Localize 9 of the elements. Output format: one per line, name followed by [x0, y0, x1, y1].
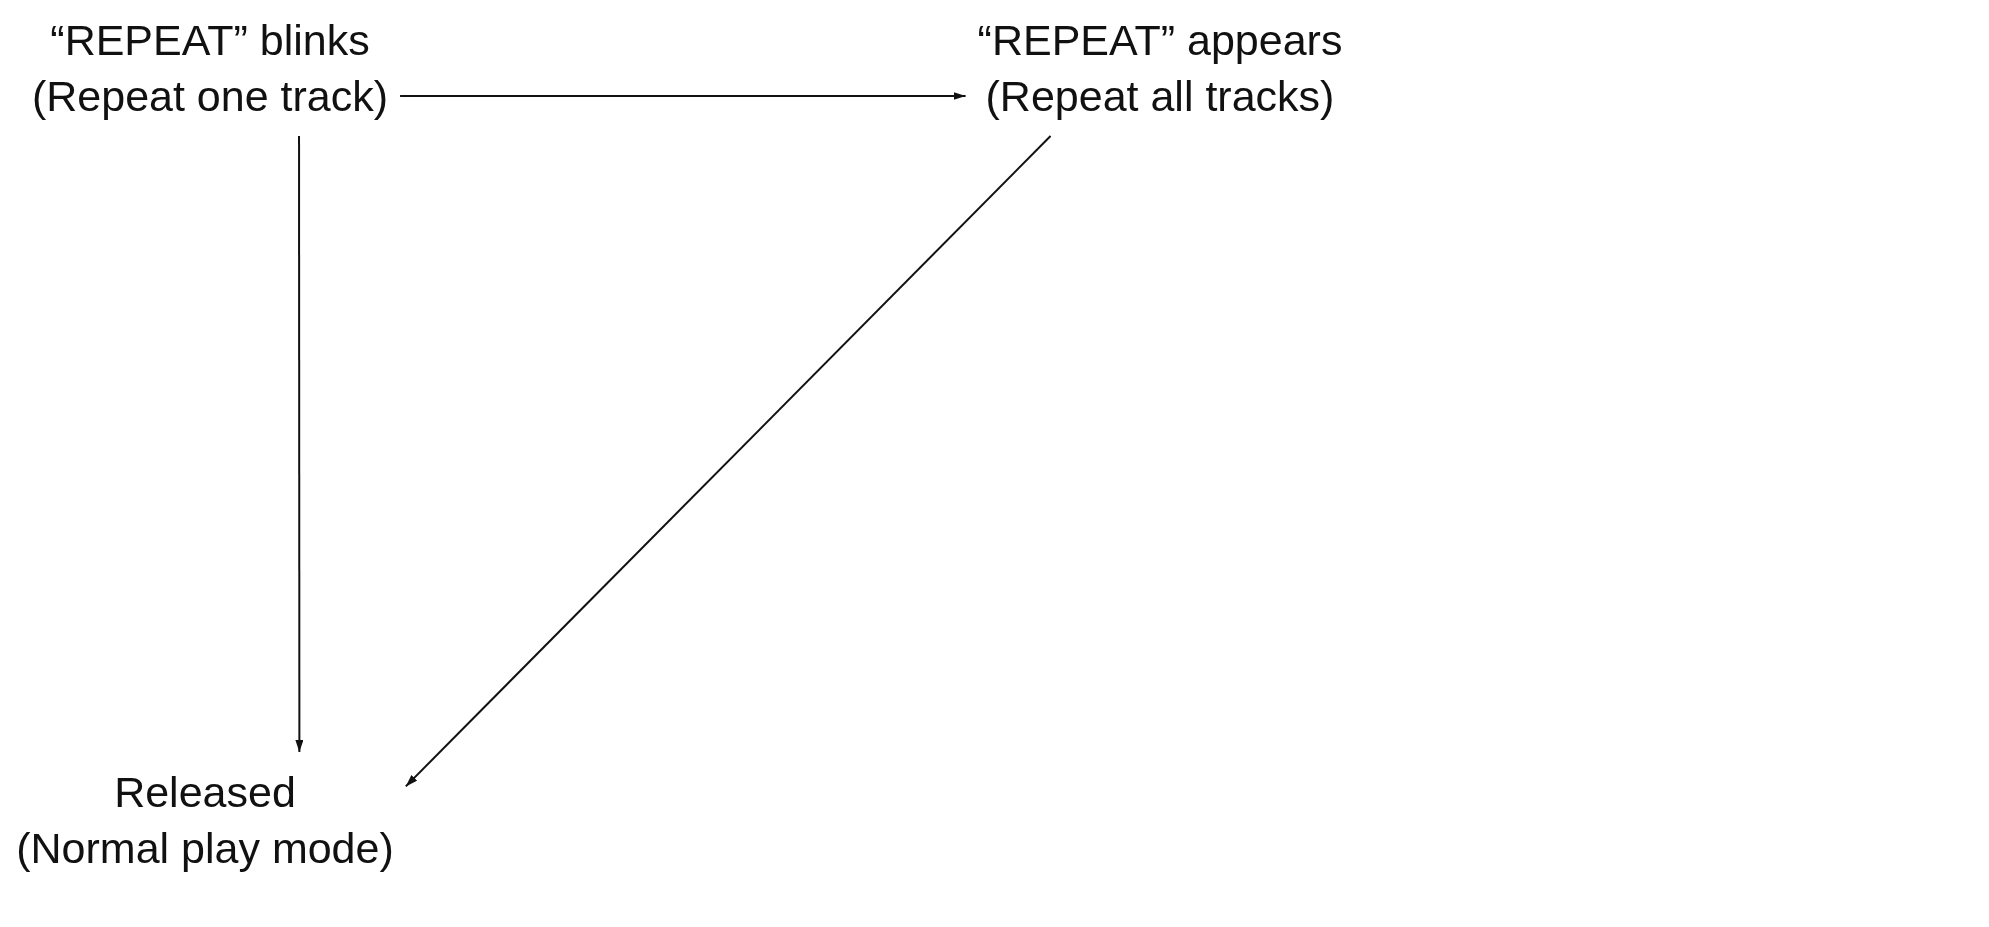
state-description: (Normal play mode) [16, 823, 394, 874]
state-heading: Released [113, 767, 297, 818]
state-description: (Repeat all tracks) [984, 71, 1336, 122]
state-description: (Repeat one track) [31, 71, 389, 122]
arrow [404, 135, 1052, 788]
arrow [295, 135, 304, 753]
state-heading: “REPEAT” appears [977, 15, 1343, 66]
arrow [399, 92, 967, 100]
state-heading: “REPEAT” blinks [49, 15, 371, 66]
